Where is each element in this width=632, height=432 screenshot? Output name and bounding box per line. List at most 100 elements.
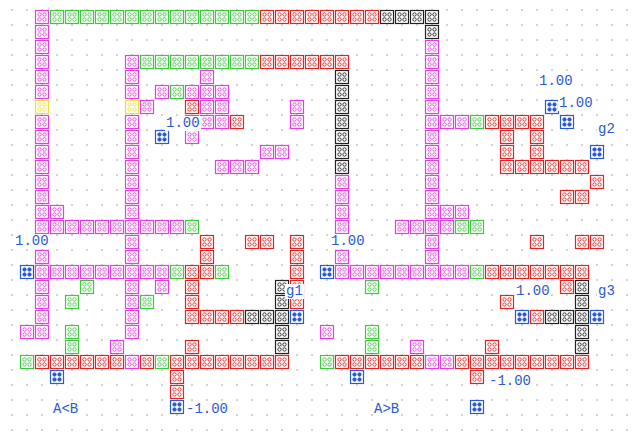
tile-dot <box>293 58 296 61</box>
tile-dot <box>298 63 301 66</box>
grid-tile <box>51 266 64 279</box>
tile-dot <box>253 168 256 171</box>
tile-dot <box>298 118 301 121</box>
tile-dot <box>583 288 586 291</box>
tile-dot <box>433 258 436 261</box>
tile-dot <box>38 93 41 96</box>
tile-dot <box>148 303 151 306</box>
tile-dot <box>113 268 116 271</box>
tile-dot <box>553 318 556 321</box>
tile-dot <box>343 363 346 366</box>
tile-dot <box>278 358 281 361</box>
tile-dot <box>23 273 26 276</box>
grid-tile <box>216 116 229 129</box>
tile-dot <box>73 303 76 306</box>
grid-tile <box>426 146 439 159</box>
tile-dot <box>503 303 506 306</box>
grid-tile <box>336 131 349 144</box>
grid-tile <box>546 311 559 324</box>
tile-dot <box>73 18 76 21</box>
tile-dot <box>583 268 586 271</box>
grid-tile <box>531 356 544 369</box>
grid-tile <box>396 221 409 234</box>
tile-dot <box>128 298 131 301</box>
grid-tile <box>531 266 544 279</box>
tile-dot <box>343 273 346 276</box>
tile-frame <box>186 311 199 324</box>
tile-dot <box>113 228 116 231</box>
tile-dot <box>553 268 556 271</box>
tile-dot <box>233 313 236 316</box>
grid-tile <box>36 191 49 204</box>
tile-dot <box>133 208 136 211</box>
tile-dot <box>523 268 526 271</box>
tile-dot <box>103 13 106 16</box>
tile-dot <box>548 358 551 361</box>
tile-frame <box>246 11 259 24</box>
tile-dot <box>593 243 596 246</box>
tile-dot <box>568 273 571 276</box>
tile-dot <box>38 178 41 181</box>
tile-dot <box>433 208 436 211</box>
tile-dot <box>218 103 221 106</box>
tile-dot <box>28 268 31 271</box>
tile-dot <box>218 358 221 361</box>
tile-frame <box>591 236 604 249</box>
tile-dot <box>463 208 466 211</box>
tile-dot <box>53 358 56 361</box>
tile-frame <box>351 356 364 369</box>
tile-dot <box>583 348 586 351</box>
tile-dot <box>238 363 241 366</box>
tile-dot <box>163 358 166 361</box>
tile-dot <box>518 123 521 126</box>
tile-dot <box>598 183 601 186</box>
grid-tile <box>21 356 34 369</box>
tile-dot <box>428 358 431 361</box>
grid-tile <box>276 341 289 354</box>
tile-dot <box>568 268 571 271</box>
tile-dot <box>563 123 566 126</box>
gate-name: g3 <box>597 284 616 299</box>
tile-dot <box>518 163 521 166</box>
tile-frame <box>126 311 139 324</box>
tile-dot <box>133 133 136 136</box>
tile-frame <box>381 11 394 24</box>
tile-frame <box>426 146 439 159</box>
tile-dot <box>358 378 361 381</box>
tile-dot <box>148 363 151 366</box>
tile-dot <box>433 123 436 126</box>
grid-tile <box>126 86 139 99</box>
tile-dot <box>433 223 436 226</box>
tile-dot <box>428 88 431 91</box>
tile-dot <box>263 318 266 321</box>
tile-dot <box>578 313 581 316</box>
tile-dot <box>598 153 601 156</box>
tile-frame <box>171 356 184 369</box>
tile-dot <box>373 328 376 331</box>
tile-dot <box>43 178 46 181</box>
tile-dot <box>343 18 346 21</box>
tile-dot <box>173 408 176 411</box>
tile-dot <box>338 103 341 106</box>
tile-dot <box>143 108 146 111</box>
tile-dot <box>503 363 506 366</box>
tile-dot <box>263 13 266 16</box>
tile-dot <box>38 133 41 136</box>
tile-dot <box>463 228 466 231</box>
tile-dot <box>133 168 136 171</box>
tile-dot <box>488 123 491 126</box>
grid-tile <box>576 191 589 204</box>
grid-tile <box>126 296 139 309</box>
grid-tile <box>126 71 139 84</box>
tile-dot <box>238 163 241 166</box>
grid-tile <box>321 56 334 69</box>
tile-dot <box>508 138 511 141</box>
tile-dot <box>113 363 116 366</box>
tile-frame <box>186 221 199 234</box>
tile-frame <box>201 11 214 24</box>
tile-dot <box>43 48 46 51</box>
tile-frame <box>246 161 259 174</box>
tile-frame <box>36 266 49 279</box>
tile-dot <box>448 123 451 126</box>
tile-dot <box>428 228 431 231</box>
